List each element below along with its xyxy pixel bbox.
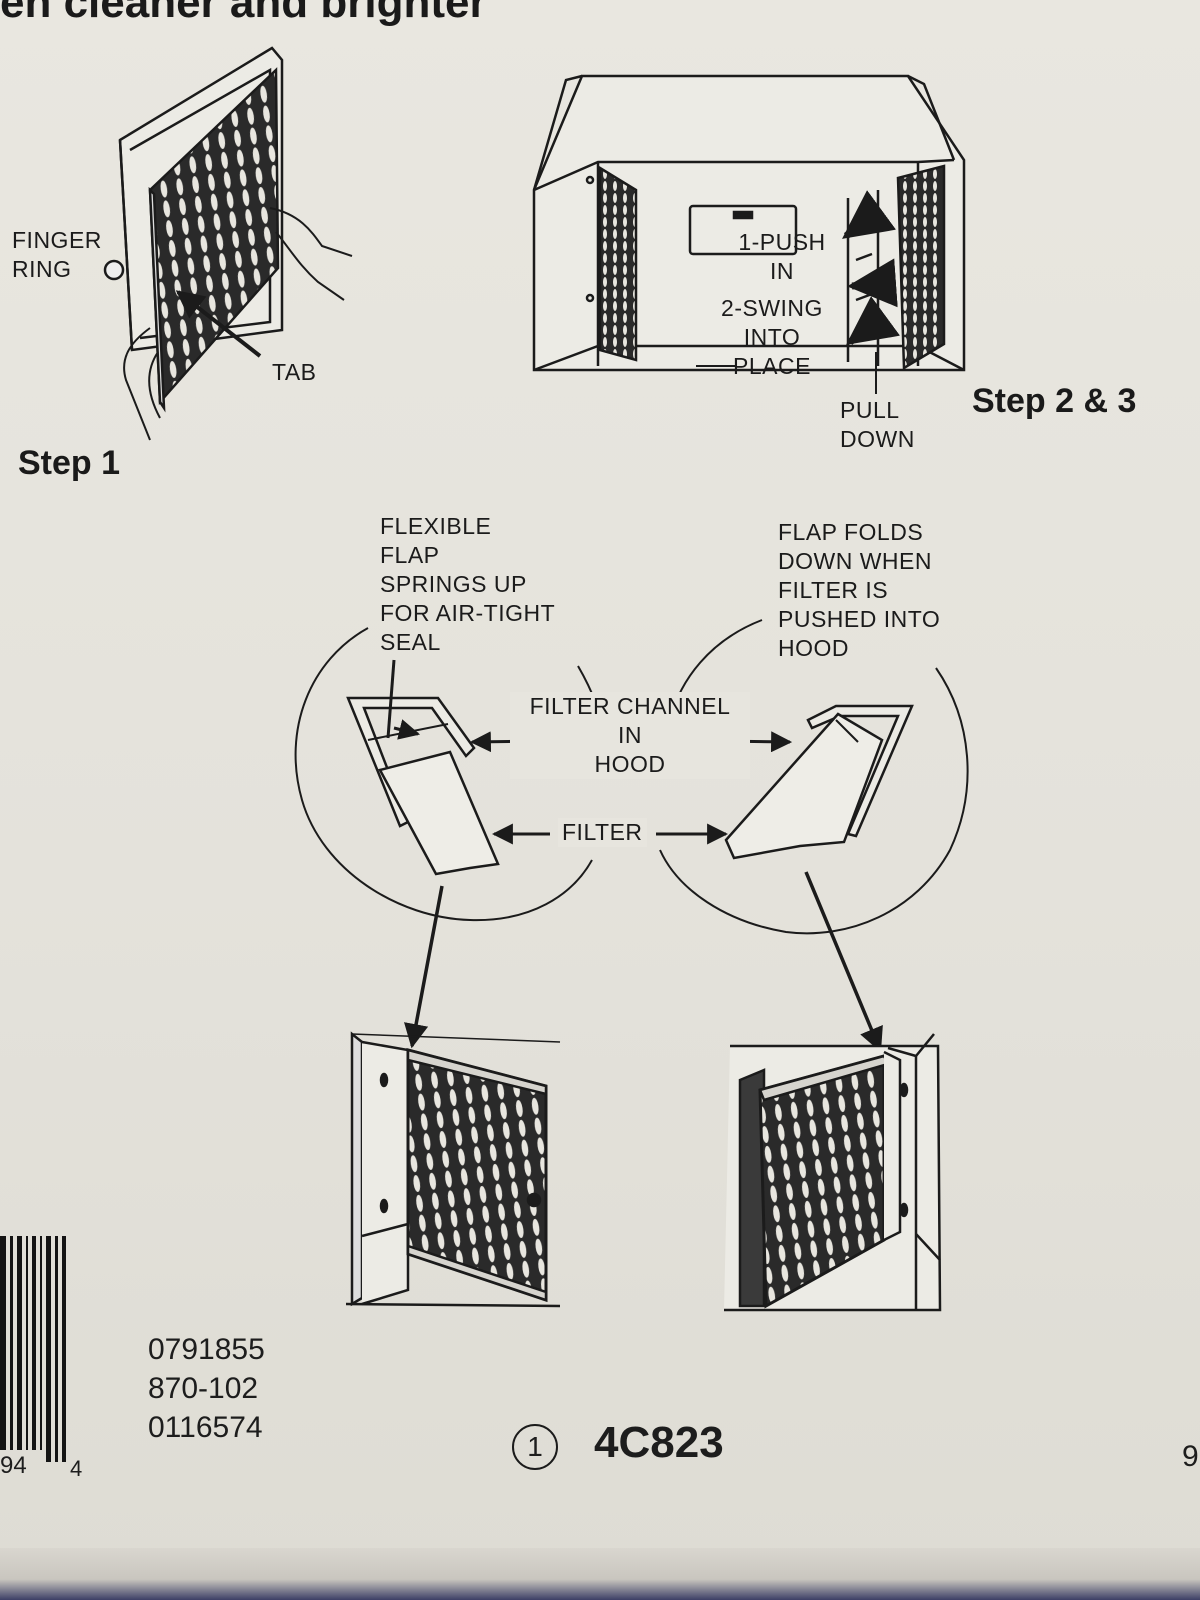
bottom-right-hood: [724, 1033, 942, 1312]
hood-illustration: [532, 74, 966, 394]
flexible-flap-label: FLEXIBLE FLAP SPRINGS UP FOR AIR-TIGHT S…: [380, 513, 556, 655]
push-in-label: 1-PUSH IN: [738, 229, 826, 284]
bottom-left-hood: [345, 1031, 561, 1308]
barcode-left-digits: 94: [0, 1452, 27, 1479]
page-bottom-edge: [0, 1548, 1200, 1600]
hood-right-filter: [896, 164, 946, 371]
model-code: 4C823: [594, 1418, 724, 1467]
step1-illustration: [103, 46, 353, 441]
filter-channel-label: FILTER CHANNEL IN HOOD: [510, 692, 750, 779]
model-circle-number: 1: [512, 1424, 558, 1470]
finger-ring-label: FINGER RING: [12, 227, 102, 282]
detail-circle-left: [294, 627, 607, 922]
edge-digit: 9: [1182, 1440, 1199, 1473]
detail-circle-right: [659, 619, 969, 935]
heading-fragment: en cleaner and brighter: [0, 0, 487, 27]
filter-label: FILTER: [558, 818, 647, 847]
product-codes: 0791855 870-102 0116574: [148, 1333, 265, 1444]
step1-title: Step 1: [18, 444, 121, 482]
finger-ring-icon: [103, 259, 125, 281]
flap-folds-label: FLAP FOLDS DOWN WHEN FILTER IS PUSHED IN…: [778, 519, 941, 661]
hand-left-icon: [123, 327, 161, 441]
detail-left-filter: [378, 750, 500, 876]
swing-into-place-label: 2-SWING INTO PLACE: [721, 295, 823, 379]
barcode-digit: 4: [70, 1456, 83, 1481]
pull-down-label: PULL DOWN: [840, 397, 915, 452]
hood-left-filter: [598, 165, 638, 362]
hand-right-icon: [269, 207, 353, 301]
tab-label: TAB: [272, 359, 317, 385]
barcode: [0, 1236, 66, 1462]
step23-title: Step 2 & 3: [972, 382, 1137, 420]
